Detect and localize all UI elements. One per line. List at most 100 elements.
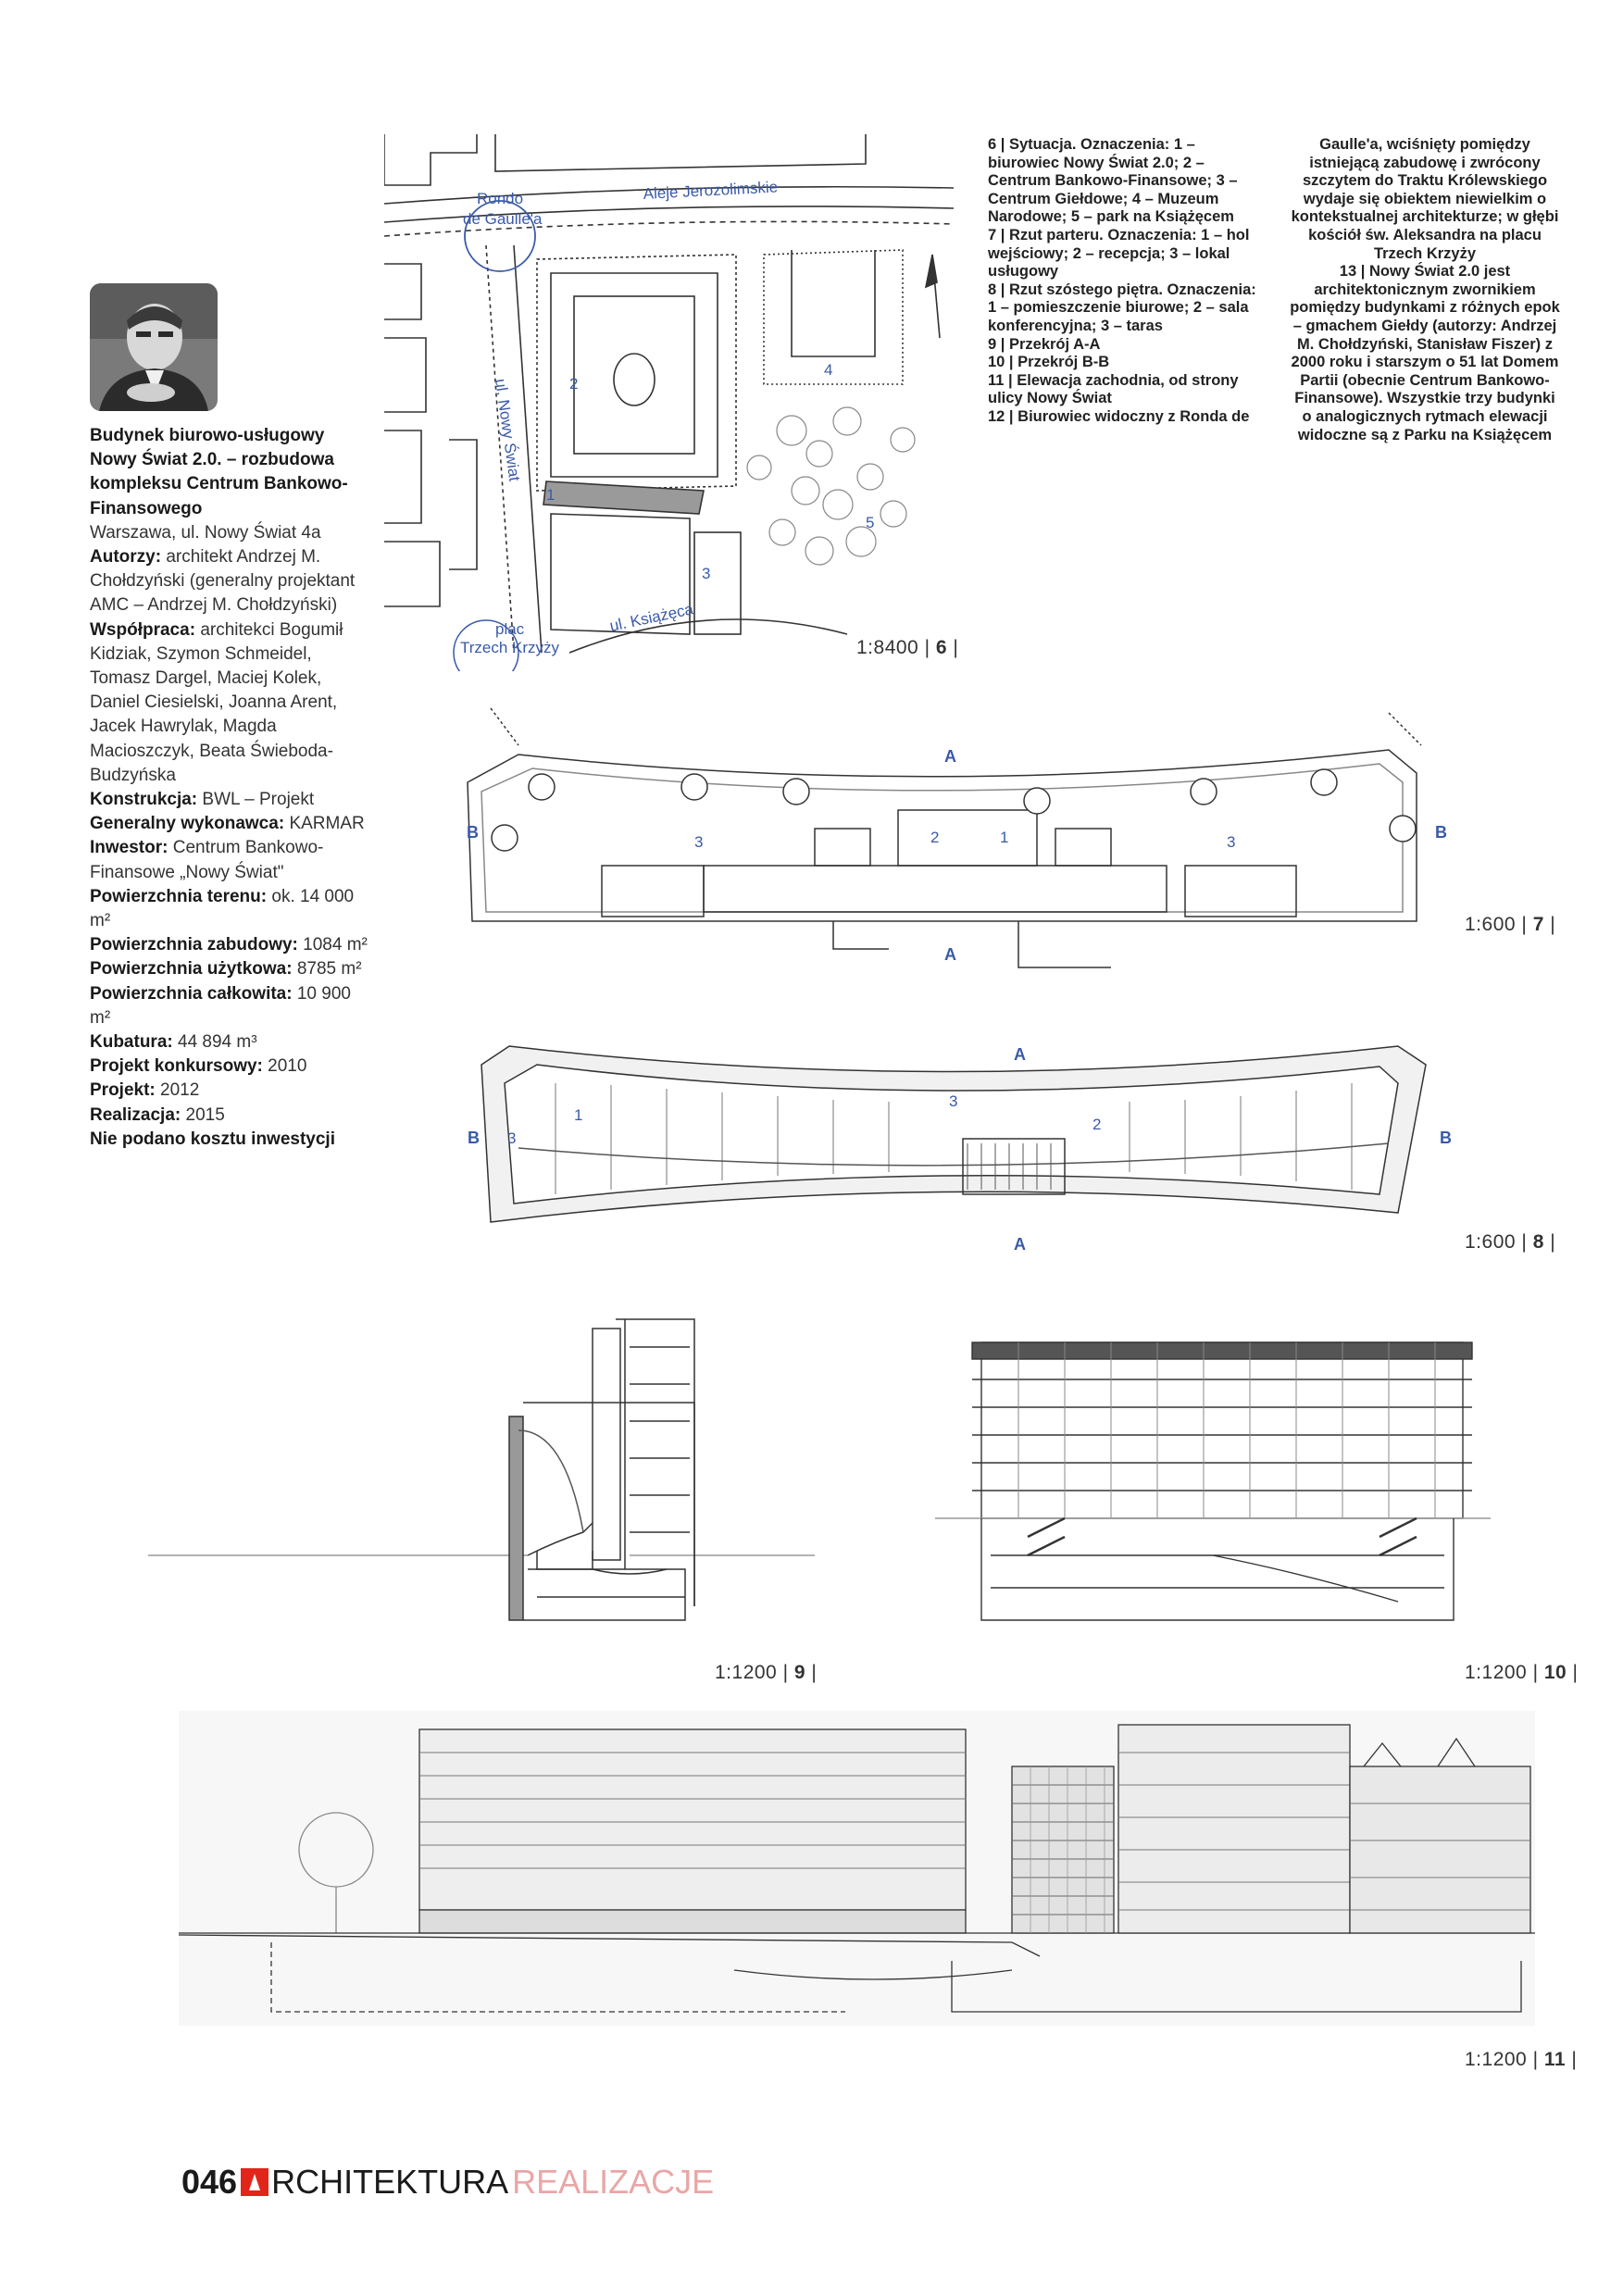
plan7-room-3-right: 3: [1227, 833, 1235, 851]
ground-floor-plan: A A B B 1 2 3 3: [467, 707, 1447, 968]
scale-fig-11: 1:1200 | 11 |: [1465, 2049, 1578, 2070]
page-footer: 046 RCHITEKTURA REALIZACJE: [181, 2163, 714, 2202]
site-label-ksiazeca: ul. Książęca: [608, 600, 695, 635]
field-label: Projekt:: [90, 1080, 156, 1101]
plan7-section-a-top: A: [944, 747, 956, 766]
caption-item: 9 | Przekrój A-A: [988, 336, 1262, 355]
field-label: Współpraca:: [90, 619, 196, 640]
scale-fig-10: 1:1200 | 10 |: [1465, 1662, 1579, 1683]
magazine-logo-icon: [241, 2168, 269, 2196]
site-number-4: 4: [824, 361, 832, 379]
caption-number: 10 |: [988, 354, 1014, 371]
caption-13-text: Nowy Świat 2.0 jest architektonicznym zw…: [1290, 263, 1560, 443]
sixth-floor-plan: A A B B 1 2 3 3: [468, 1045, 1452, 1254]
caption-column-1: 6 | Sytuacja. Oznaczenia: 1 – biurowiec …: [988, 136, 1262, 427]
site-label-trzech-krzyzy: Trzech Krzyży: [460, 639, 560, 656]
field-label: Inwestor:: [90, 838, 169, 858]
project-field: Realizacja: 2015: [90, 1104, 368, 1128]
section-a-a: [148, 1318, 815, 1621]
caption-number: 7 |: [988, 226, 1005, 243]
project-title: Budynek biurowo-usługowy Nowy Świat 2.0.…: [90, 426, 348, 518]
caption-text: Rzut szóstego piętra. Oznaczenia: 1 – po…: [988, 281, 1256, 334]
field-value: KARMAR: [289, 814, 365, 834]
project-field: Powierzchnia zabudowy: 1084 m²: [90, 933, 368, 957]
scale-fig-6: 1:8400 | 6 |: [856, 637, 959, 658]
caption-number: 8 |: [988, 281, 1005, 298]
magazine-brand: RCHITEKTURA: [271, 2163, 509, 2201]
field-value: architekt Andrzej M. Chołdzyński (genera…: [90, 547, 356, 616]
plan8-conference-2: 2: [1092, 1116, 1101, 1133]
caption-text: Przekrój B-B: [1017, 354, 1110, 371]
project-field: Projekt konkursowy: 2010: [90, 1054, 368, 1079]
project-field: Współpraca: architekci Bogumił Kidziak, …: [90, 618, 368, 788]
site-plan-drawing: Rondo de Gaulle'a Aleje Jerozolimskie ul…: [384, 134, 954, 671]
caption-item: 12 | Biurowiec widoczny z Ronda de: [988, 408, 1262, 427]
site-number-5: 5: [866, 514, 874, 531]
project-info: Budynek biurowo-usługowy Nowy Świat 2.0.…: [90, 424, 368, 1152]
plan7-room-1: 1: [1000, 829, 1008, 846]
field-value: 8785 m²: [296, 959, 362, 980]
project-field: Autorzy: architekt Andrzej M. Chołdzyńsk…: [90, 545, 368, 618]
caption-13-start: Gaulle'a, wciśnięty pomiędzy istniejącą …: [1291, 136, 1559, 262]
field-value: 2010: [268, 1056, 307, 1077]
plan8-section-a-bottom: A: [1014, 1235, 1026, 1254]
caption-number: 11 |: [988, 371, 1013, 389]
plan7-section-a-bottom: A: [944, 945, 956, 964]
site-label-nowy-swiat: ul. Nowy Świat: [492, 378, 523, 482]
caption-text: Elewacja zachodnia, od strony ulicy Nowy…: [988, 371, 1239, 407]
site-label-plac: plac: [495, 620, 525, 638]
caption-column-2: Gaulle'a, wciśnięty pomiędzy istniejącą …: [1288, 136, 1562, 444]
field-label: Generalny wykonawca:: [90, 814, 285, 834]
site-number-3: 3: [702, 565, 710, 582]
site-label-aleje: Aleje Jerozolimskie: [643, 178, 778, 203]
field-value: BWL – Projekt: [202, 790, 315, 810]
field-label: Kubatura:: [90, 1032, 173, 1053]
site-label-de-gaulle: de Gaulle'a: [463, 210, 543, 228]
plan8-section-b-left: B: [468, 1129, 480, 1147]
field-value: 2012: [160, 1080, 200, 1101]
field-value: ok. 14 000 m²: [90, 886, 355, 931]
project-field: Konstrukcja: BWL – Projekt: [90, 788, 368, 812]
caption-item: 10 | Przekrój B-B: [988, 354, 1262, 372]
field-value: 2015: [185, 1104, 225, 1125]
project-field: Powierzchnia terenu: ok. 14 000 m²: [90, 885, 368, 933]
plan8-terrace-3-top: 3: [949, 1092, 957, 1110]
caption-number: 6 |: [988, 136, 1005, 153]
project-field: Inwestor: Centrum Bankowo-Finansowe „Now…: [90, 836, 368, 884]
plan7-room-2: 2: [930, 829, 939, 846]
field-label: Realizacja:: [90, 1104, 181, 1125]
plan8-section-b-right: B: [1440, 1129, 1452, 1147]
project-field: Kubatura: 44 894 m³: [90, 1030, 368, 1054]
caption-text: Sytuacja. Oznaczenia: 1 – biurowiec Nowy…: [988, 136, 1238, 226]
plan8-section-a-top: A: [1014, 1045, 1026, 1064]
scale-fig-7: 1:600 | 7 |: [1465, 914, 1556, 935]
site-number-1: 1: [546, 486, 555, 504]
field-label: Autorzy:: [90, 547, 162, 568]
field-label: Konstrukcja:: [90, 790, 198, 810]
site-number-2: 2: [569, 375, 578, 393]
caption-item: 7 | Rzut parteru. Oznaczenia: 1 – hol we…: [988, 227, 1262, 281]
project-field: Powierzchnia całkowita: 10 900 m²: [90, 982, 368, 1030]
author-portrait: [90, 283, 218, 411]
caption-item: 11 | Elewacja zachodnia, od strony ulicy…: [988, 372, 1262, 408]
caption-item: 6 | Sytuacja. Oznaczenia: 1 – biurowiec …: [988, 136, 1262, 227]
plan8-terrace-3-left: 3: [507, 1129, 516, 1147]
project-fields: Autorzy: architekt Andrzej M. Chołdzyńsk…: [90, 545, 368, 1128]
scale-fig-9: 1:1200 | 9 |: [715, 1662, 818, 1683]
caption-number: 12 |: [988, 407, 1014, 425]
field-value: 44 894 m³: [178, 1032, 257, 1053]
plan7-section-b-right: B: [1435, 823, 1447, 842]
page-number: 046: [181, 2163, 238, 2201]
plan7-section-b-left: B: [467, 823, 479, 842]
plan8-office-1: 1: [574, 1106, 582, 1124]
caption-item: 8 | Rzut szóstego piętra. Oznaczenia: 1 …: [988, 281, 1262, 336]
magazine-section: REALIZACJE: [512, 2163, 715, 2201]
cost-note: Nie podano kosztu inwestycji: [90, 1129, 335, 1149]
scale-fig-8: 1:600 | 8 |: [1465, 1231, 1556, 1253]
field-label: Projekt konkursowy:: [90, 1056, 263, 1077]
caption-text: Rzut parteru. Oznaczenia: 1 – hol wejści…: [988, 226, 1250, 281]
caption-text: Biurowiec widoczny z Ronda de: [1017, 407, 1250, 425]
project-field: Projekt: 2012: [90, 1079, 368, 1103]
field-label: Powierzchnia terenu:: [90, 886, 268, 906]
project-field: Generalny wykonawca: KARMAR: [90, 812, 368, 836]
